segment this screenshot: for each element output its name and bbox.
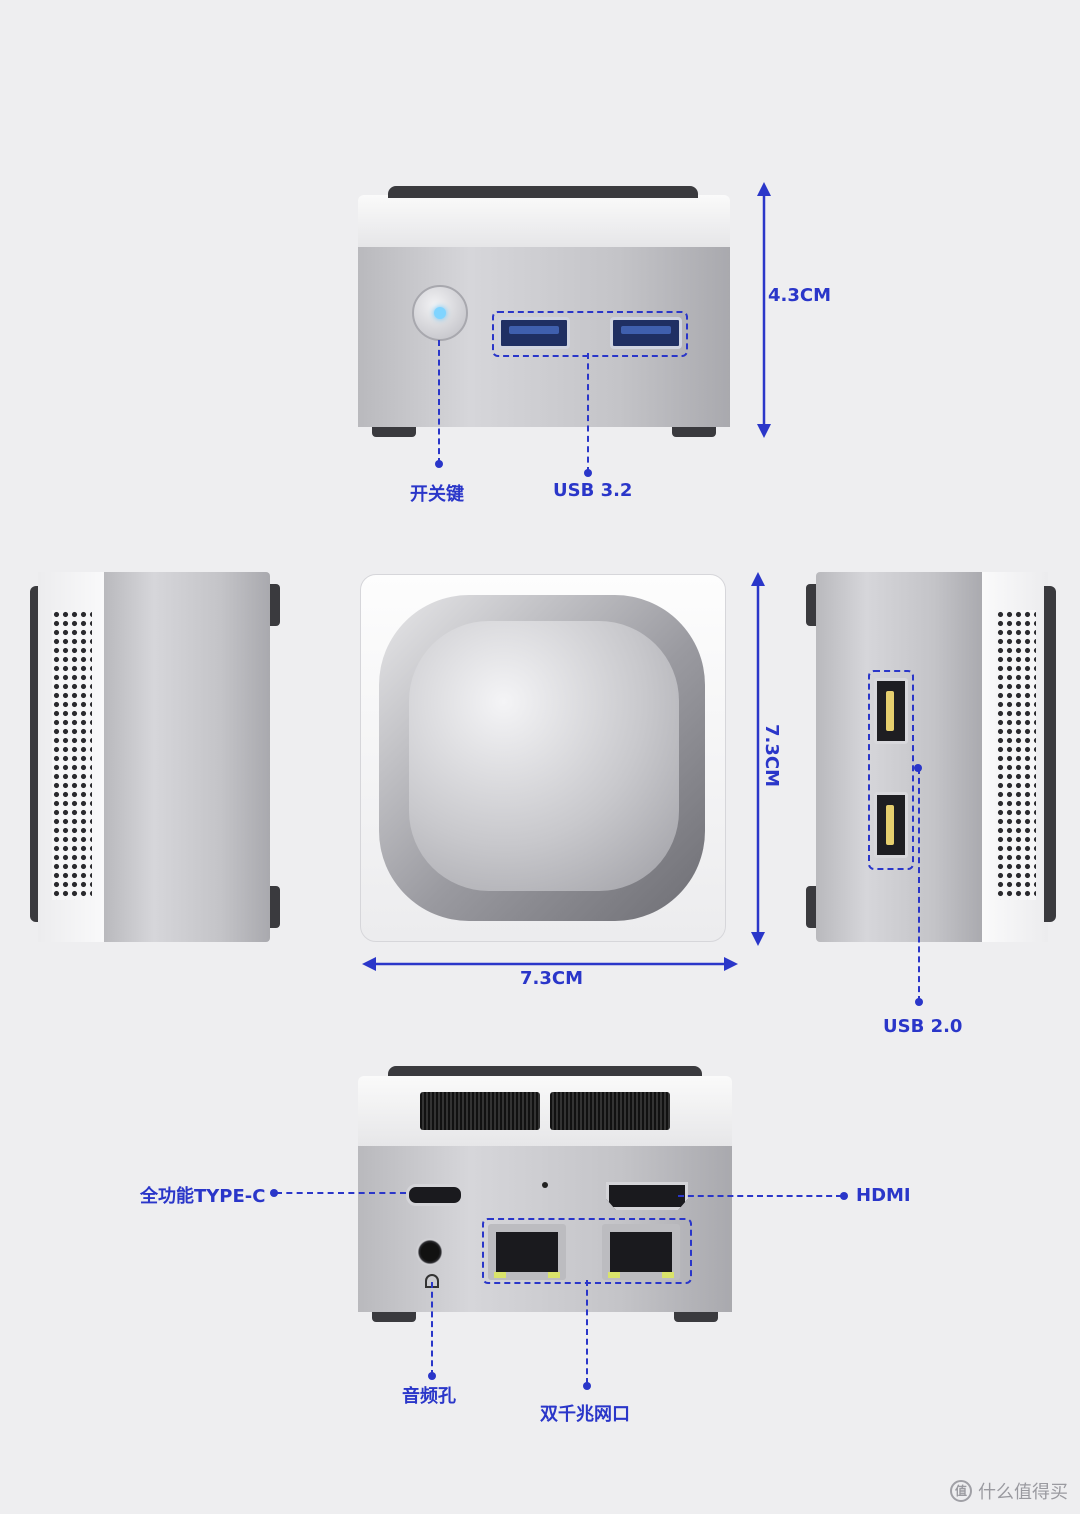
usb32-callout-line <box>587 353 589 473</box>
left-side-foot-top <box>270 584 280 626</box>
hdmi-callout-dot <box>840 1192 848 1200</box>
watermark: 值 什么值得买 <box>950 1478 1068 1504</box>
usb20-label: USB 2.0 <box>883 1016 963 1037</box>
lan-callout-dot <box>583 1382 591 1390</box>
lan-port-1[interactable] <box>488 1224 566 1280</box>
front-top-cover <box>358 195 730 247</box>
right-side-view <box>806 570 1058 944</box>
audio-callout-dot <box>428 1372 436 1380</box>
audio-label: 音频孔 <box>402 1386 456 1407</box>
right-side-foot-top <box>806 584 818 626</box>
usb32-highlight-box <box>492 311 688 357</box>
typec-label: 全功能TYPE-C <box>140 1186 266 1207</box>
front-top-dark-edge <box>388 186 698 198</box>
reset-pinhole[interactable] <box>542 1182 548 1188</box>
typec-port[interactable] <box>406 1184 464 1206</box>
rear-foot-left <box>372 1312 416 1322</box>
left-side-vent-grill <box>52 610 92 900</box>
usb32-port-2[interactable] <box>610 317 682 349</box>
power-button[interactable] <box>412 285 468 341</box>
rear-view <box>358 1066 732 1322</box>
depth-dimension-label: 7.3CM <box>761 723 783 788</box>
power-button-label: 开关键 <box>410 484 464 505</box>
rear-vent-left <box>420 1092 540 1130</box>
typec-callout-line <box>276 1192 406 1194</box>
rear-top-cover <box>358 1076 732 1148</box>
usb20-port-2[interactable] <box>874 792 908 858</box>
hdmi-callout-line <box>678 1195 842 1197</box>
watermark-text: 什么值得买 <box>978 1482 1068 1503</box>
typec-callout-dot <box>270 1189 278 1197</box>
usb20-highlight-box <box>868 670 914 870</box>
left-side-metal-body <box>104 572 270 942</box>
hdmi-label: HDMI <box>856 1185 911 1206</box>
usb32-port-1[interactable] <box>498 317 570 349</box>
lan-port-2[interactable] <box>602 1224 680 1280</box>
left-side-foot-bottom <box>270 886 280 928</box>
rear-top-dark-edge <box>388 1066 702 1078</box>
rear-vent-right <box>550 1092 670 1130</box>
top-lid-center <box>409 621 679 891</box>
front-foot-left <box>372 427 416 437</box>
height-dimension-arrow <box>757 182 771 438</box>
right-side-dark-edge <box>1044 586 1056 922</box>
usb20-port-1[interactable] <box>874 678 908 744</box>
rear-foot-right <box>674 1312 718 1322</box>
width-dimension-label: 7.3CM <box>520 968 584 989</box>
lan-label: 双千兆网口 <box>540 1404 630 1425</box>
usb32-callout-dot <box>584 469 592 477</box>
front-foot-right <box>672 427 716 437</box>
top-view <box>360 574 726 942</box>
usb20-callout-dot <box>915 998 923 1006</box>
audio-jack[interactable] <box>416 1238 444 1266</box>
left-side-view <box>30 570 280 944</box>
usb20-callout-line <box>918 768 920 1002</box>
power-callout-dot <box>435 460 443 468</box>
right-side-vent-grill <box>996 610 1036 900</box>
power-icon <box>434 307 446 319</box>
width-dimension-arrow <box>362 957 738 971</box>
depth-dimension-arrow <box>751 572 765 946</box>
audio-callout-line <box>431 1282 433 1376</box>
usb32-label: USB 3.2 <box>553 480 633 501</box>
height-dimension-label: 4.3CM <box>768 285 832 306</box>
hdmi-port[interactable] <box>606 1182 688 1210</box>
power-callout-line <box>438 340 440 464</box>
lan-callout-line <box>586 1280 588 1384</box>
right-side-foot-bottom <box>806 886 818 928</box>
watermark-logo-icon: 值 <box>950 1480 972 1502</box>
lan-highlight-box <box>482 1218 692 1284</box>
front-view <box>358 183 730 437</box>
right-side-metal-body <box>816 572 984 942</box>
